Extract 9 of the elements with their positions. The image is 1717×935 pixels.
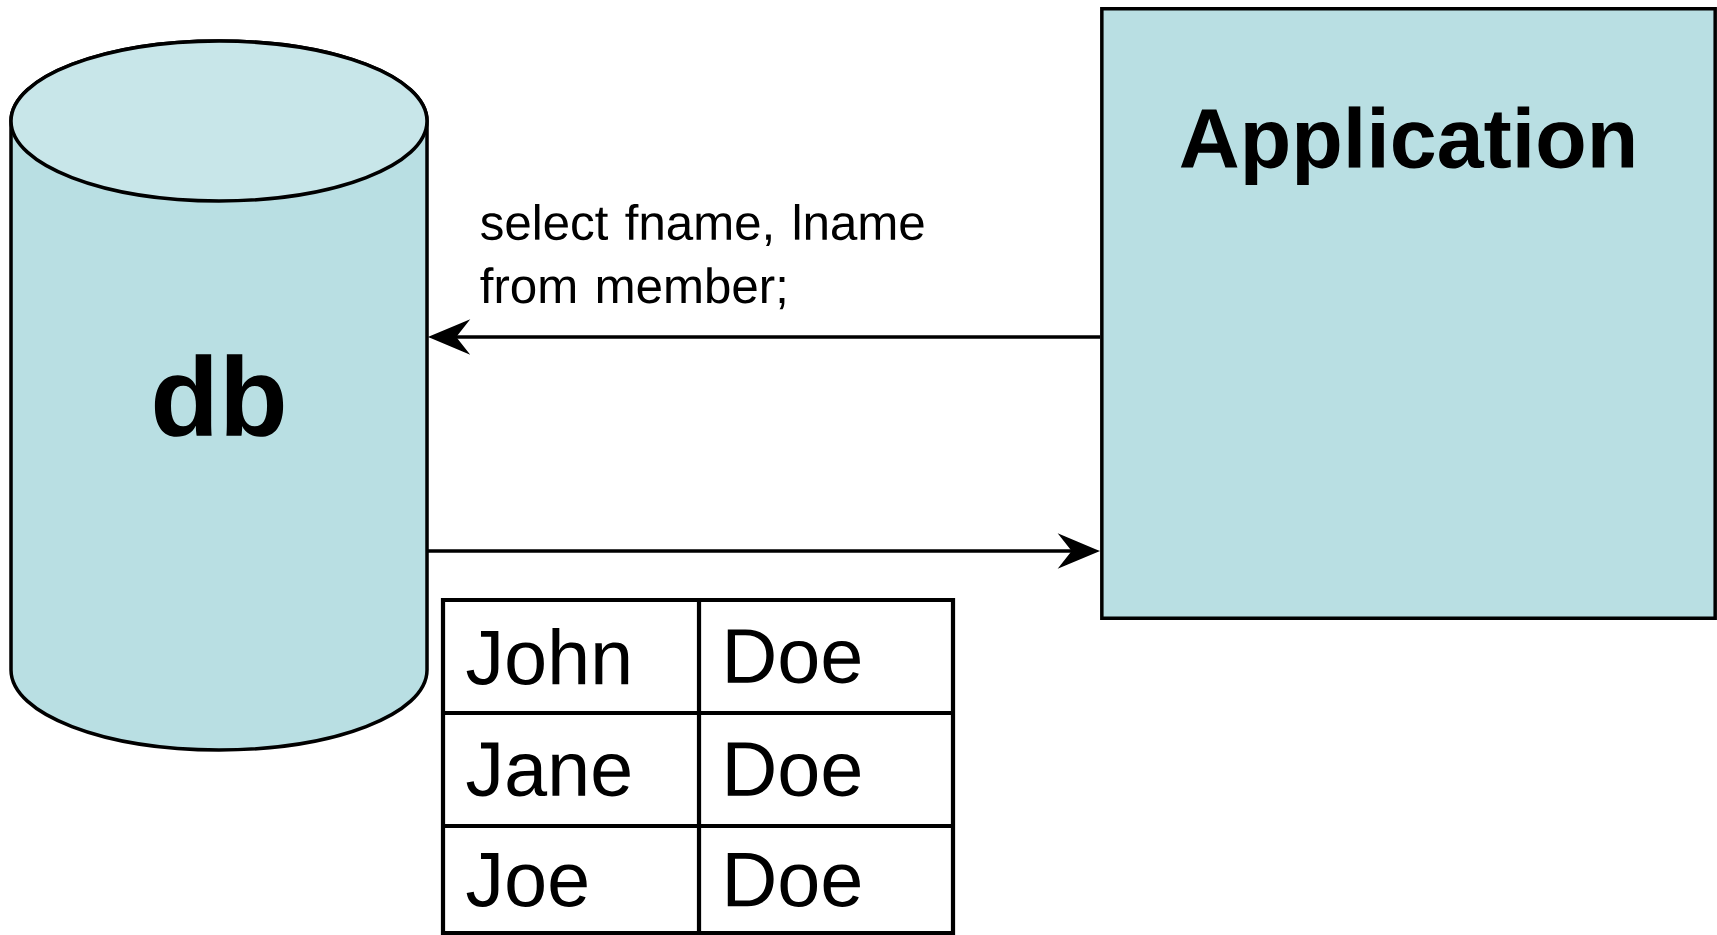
table-cell: Doe [727, 629, 860, 684]
edge-label: select fname, lname from member; [480, 204, 924, 310]
table-cell: Jane [466, 742, 630, 797]
database-cylinder: db [9, 39, 429, 752]
table-cell: Doe [727, 853, 860, 907]
table-cell: Doe [727, 742, 860, 797]
application-box: Application [1100, 7, 1717, 620]
table-cell: John [466, 628, 629, 685]
table-cell: Joe [466, 853, 587, 907]
